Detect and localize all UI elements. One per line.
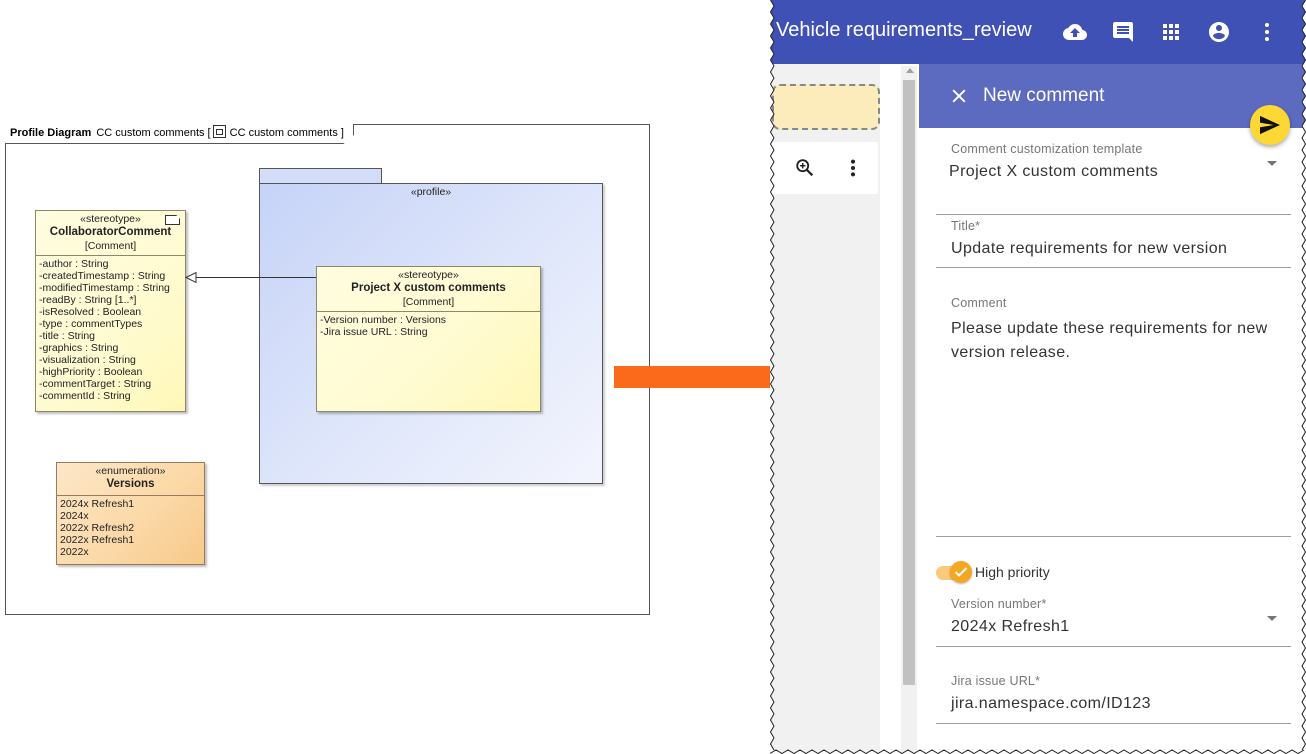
attribute-item: -author : String — [39, 258, 109, 270]
metaclass-label: [Comment] — [84, 240, 137, 252]
send-icon — [1260, 115, 1280, 135]
template-label: Comment customization template — [951, 142, 1143, 156]
attribute-list: -author : String-createdTimestamp : Stri… — [36, 256, 185, 404]
attribute-item: -Jira issue URL : String — [320, 326, 428, 338]
stereotype-keyword: «stereotype» — [398, 269, 459, 281]
attribute-item: -commentTarget : String — [39, 378, 152, 390]
jira-label: Jira issue URL* — [951, 674, 1041, 688]
attribute-item: -title : String — [39, 330, 96, 342]
diagram-name-label: CC custom comments [ — [96, 127, 211, 139]
enumeration-name: Versions — [106, 478, 155, 490]
collaborator-app: Vehicle requirements_review New comment — [770, 0, 1306, 754]
comment-textarea[interactable]: Comment Please update these requirements… — [936, 293, 1291, 543]
scrollbar-thumb[interactable] — [903, 80, 915, 685]
attribute-item: -isResolved : Boolean — [39, 306, 142, 318]
metaclass-label: [Comment] — [402, 296, 455, 308]
title-value: Update requirements for new version — [951, 240, 1228, 257]
enumeration-literal: 2022x — [60, 546, 89, 558]
jira-url-field[interactable]: Jira issue URL* jira.namespace.com/ID123 — [936, 671, 1291, 751]
diagram-kind-label: Profile Diagram — [10, 127, 92, 139]
generalization-arrow — [184, 271, 316, 284]
enumeration-literal: 2024x — [60, 510, 89, 522]
version-number-select[interactable]: Version number* 2024x Refresh1 — [936, 594, 1291, 674]
scroll-up-arrow-icon[interactable] — [906, 68, 914, 73]
attribute-item: -commentId : String — [39, 390, 131, 402]
attribute-item: -Version number : Versions — [320, 314, 447, 326]
profile-package-tab — [259, 168, 382, 184]
dropdown-arrow-icon — [1267, 161, 1277, 166]
collaborator-comment-stereotype[interactable]: «stereotype» CollaboratorComment [Commen… — [35, 210, 186, 412]
diagram-ref-label: CC custom comments ] — [229, 127, 344, 139]
enumeration-literal: 2024x Refresh1 — [60, 498, 135, 510]
close-icon[interactable] — [949, 86, 969, 106]
new-comment-header: New comment — [919, 64, 1306, 128]
title-field[interactable]: Title* Update requirements for new versi… — [936, 216, 1291, 296]
cloud-upload-icon[interactable] — [1063, 20, 1087, 44]
diagram-icon — [212, 125, 226, 138]
title-label: Title* — [951, 219, 981, 233]
comment-value: Please update these requirements for new… — [951, 320, 1268, 361]
stereotype-name: Project X custom comments — [351, 282, 506, 294]
stereotype-name: CollaboratorComment — [49, 226, 172, 238]
template-value: Project X custom comments — [949, 163, 1159, 180]
attribute-list: -Version number : Versions-Jira issue UR… — [317, 312, 540, 340]
enumeration-keyword: «enumeration» — [95, 465, 166, 477]
new-comment-panel: New comment Comment customization templa… — [919, 64, 1306, 754]
panel-title: New comment — [983, 85, 1105, 106]
attribute-item: -modifiedTimestamp : String — [39, 282, 170, 294]
check-icon — [954, 567, 968, 577]
zoom-in-icon[interactable] — [794, 157, 816, 179]
more-vert-icon[interactable] — [842, 157, 864, 179]
attribute-item: -graphics : String — [39, 342, 119, 354]
project-title: Vehicle requirements_review — [776, 19, 1032, 41]
project-x-stereotype[interactable]: «stereotype» Project X custom comments [… — [316, 266, 541, 412]
attribute-item: -type : commentTypes — [39, 318, 143, 330]
send-button[interactable] — [1250, 105, 1290, 145]
diagram-frame-tab: Profile Diagram CC custom comments [ CC cu… — [5, 124, 354, 144]
profile-stereotype-label: «profile» — [410, 186, 452, 198]
high-priority-toggle[interactable]: High priority — [936, 560, 1106, 584]
account-icon[interactable] — [1207, 20, 1231, 44]
stereotype-keyword: «stereotype» — [80, 213, 141, 225]
version-label: Version number* — [951, 597, 1047, 611]
torn-edge-border — [770, 0, 1306, 754]
template-select[interactable]: Comment customization template Project X… — [936, 139, 1291, 219]
comment-metaclass-icon — [165, 215, 180, 225]
version-value: 2024x Refresh1 — [951, 618, 1070, 635]
more-vert-icon[interactable] — [1255, 20, 1279, 44]
attribute-item: -visualization : String — [39, 354, 136, 366]
attribute-item: -highPriority : Boolean — [39, 366, 143, 378]
comment-label: Comment — [951, 296, 1007, 310]
apps-grid-icon[interactable] — [1159, 20, 1183, 44]
attribute-item: -createdTimestamp : String — [39, 270, 166, 282]
toggle-knob — [950, 561, 972, 583]
comment-icon[interactable] — [1111, 20, 1135, 44]
jira-value: jira.namespace.com/ID123 — [951, 695, 1151, 712]
attribute-item: -readBy : String [1..*] — [39, 294, 137, 306]
selected-note-element[interactable] — [772, 84, 880, 130]
app-top-bar: Vehicle requirements_review — [770, 0, 1306, 64]
dropdown-arrow-icon — [1267, 616, 1277, 621]
canvas-toolbar — [770, 142, 878, 194]
high-priority-label: High priority — [975, 564, 1050, 580]
enumeration-literal: 2022x Refresh1 — [60, 534, 135, 546]
enumeration-literal: 2022x Refresh2 — [60, 522, 135, 534]
